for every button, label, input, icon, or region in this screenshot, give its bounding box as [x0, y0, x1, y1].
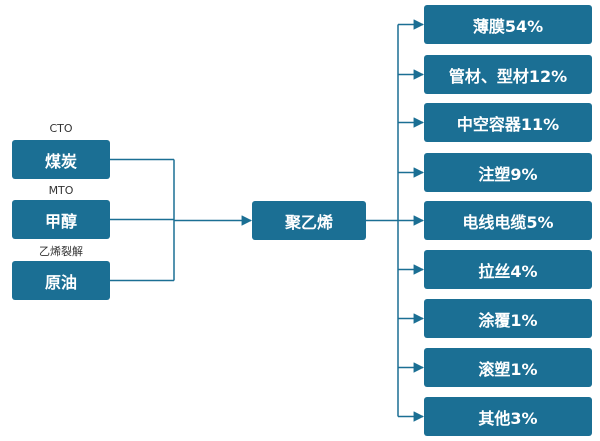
- use-node-wire-drawing: 拉丝4%: [424, 250, 592, 289]
- process-label-ethylene-cracking: 乙烯裂解: [39, 245, 83, 258]
- use-node-injection-molding: 注塑9%: [424, 153, 592, 192]
- process-label-cto: CTO: [49, 122, 73, 135]
- process-label-mto: MTO: [48, 184, 74, 197]
- source-node-crude-oil: 原油: [12, 261, 110, 300]
- use-node-other: 其他3%: [424, 397, 592, 436]
- use-node-rotational-molding: 滚塑1%: [424, 348, 592, 387]
- use-node-hollow-container: 中空容器11%: [424, 103, 592, 142]
- use-node-film: 薄膜54%: [424, 5, 592, 44]
- source-node-methanol: 甲醇: [12, 200, 110, 239]
- use-node-coating: 涂覆1%: [424, 299, 592, 338]
- use-node-wire-cable: 电线电缆5%: [424, 201, 592, 240]
- use-node-pipe-profile: 管材、型材12%: [424, 55, 592, 94]
- source-node-coal: 煤炭: [12, 140, 110, 179]
- center-node-polyethylene: 聚乙烯: [252, 201, 366, 240]
